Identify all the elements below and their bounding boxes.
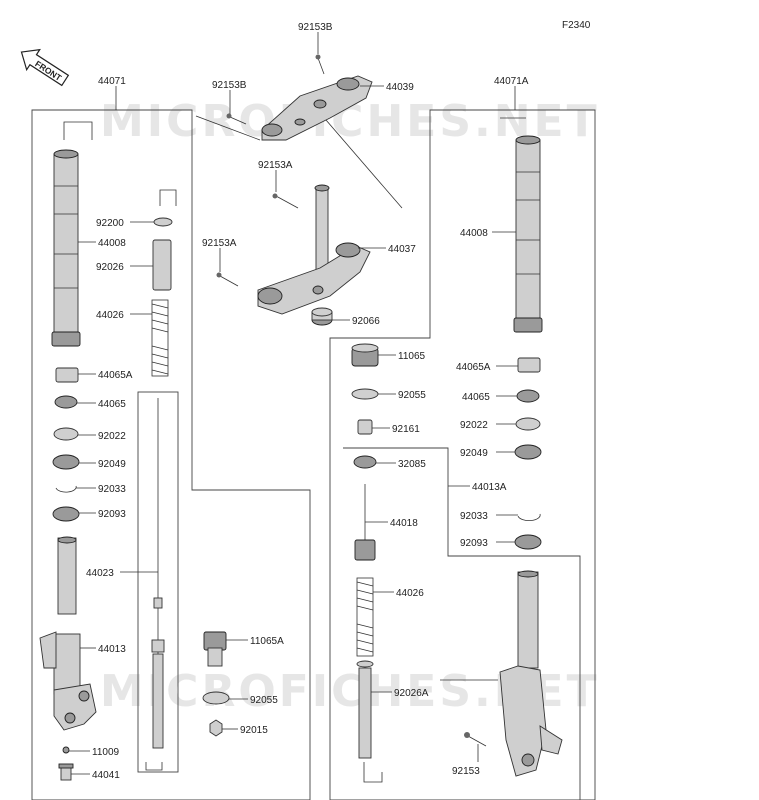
label-44065-right[interactable]: 44065 [462,392,490,403]
bolt-44041 [58,763,74,781]
label-44008-right[interactable]: 44008 [460,228,488,239]
oring-92055-left [202,691,230,705]
label-44026-left[interactable]: 44026 [96,310,124,321]
spacer-92161 [357,419,373,435]
label-44026-right[interactable]: 44026 [396,588,424,599]
inner-tube-44023 [57,536,77,615]
circlip-92033-right [517,513,541,521]
seal-92093-right [514,534,542,550]
bolt-92153B-left [226,113,247,125]
bolt-92153B-top [315,54,325,75]
lower-triple-clamp [257,184,371,315]
label-92049-left[interactable]: 92049 [98,459,126,470]
label-44065A-right[interactable]: 44065A [456,362,491,373]
label-44041[interactable]: 44041 [92,770,120,781]
cap-11065 [351,343,379,367]
bolt-92153A-left [216,272,239,287]
cartridge-44018 [354,484,376,561]
leader-lines [69,32,518,775]
label-92033-right[interactable]: 92033 [460,511,488,522]
label-92153A-left[interactable]: 92153A [202,238,237,249]
ring-92022-right [515,417,541,431]
label-92022-left[interactable]: 92022 [98,431,126,442]
damper-rod-44023 [151,398,165,749]
label-92153B-left[interactable]: 92153B [212,80,247,91]
oring-92055-right [351,388,379,400]
label-44013[interactable]: 44013 [98,644,126,655]
washer-44065-left [54,395,78,409]
label-44071A[interactable]: 44071A [494,76,529,87]
label-44037[interactable]: 44037 [388,244,416,255]
nut-92066 [311,307,333,326]
label-32085[interactable]: 32085 [398,459,426,470]
label-92153[interactable]: 92153 [452,766,480,777]
label-92093-left[interactable]: 92093 [98,509,126,520]
frame-44023 [137,391,179,773]
bushing-44065A-right [517,357,541,373]
label-92026[interactable]: 92026 [96,262,124,273]
label-11065[interactable]: 11065 [398,351,426,362]
outer-tube-44008-left [51,149,81,347]
fork-bottom-44013 [39,631,97,731]
nut-92015 [209,719,223,737]
spring-44026-right [356,577,374,657]
frame-44071 [31,109,311,800]
outer-tube-44008-right [513,135,543,333]
spacer-92026A [356,660,374,759]
fork-bottom-44013A [499,570,563,777]
ring-92200 [153,217,173,227]
label-44071[interactable]: 44071 [98,76,126,87]
seal-92049-right [514,444,542,460]
label-92093-right[interactable]: 92093 [460,538,488,549]
label-92033-left[interactable]: 92033 [98,484,126,495]
nut-32085 [353,455,377,469]
label-92026A[interactable]: 92026A [394,688,429,699]
label-44018[interactable]: 44018 [390,518,418,529]
seal-92093-left [52,506,80,522]
label-92022-right[interactable]: 92022 [460,420,488,431]
part-labels: 92153B 44039 92153B 44071 44071A 92153A … [86,22,529,781]
label-44039[interactable]: 44039 [386,82,414,93]
label-92049-right[interactable]: 92049 [460,448,488,459]
washer-11009 [62,746,70,754]
frame-44071A [329,109,596,800]
diagram-code: F2340 [562,20,591,31]
label-92055-left[interactable]: 92055 [250,695,278,706]
label-92055-right[interactable]: 92055 [398,390,426,401]
label-44065A-left[interactable]: 44065A [98,370,133,381]
bolt-92153 [464,732,487,747]
ring-92022-left [53,427,79,441]
label-92015[interactable]: 92015 [240,725,268,736]
label-92066[interactable]: 92066 [352,316,380,327]
adjuster-11065A [203,631,227,667]
front-arrow-icon: FRONT [20,48,70,87]
washer-44065-right [516,389,540,403]
label-92153B-top[interactable]: 92153B [298,22,333,33]
seal-92049-left [52,454,80,470]
spring-44026-left [151,299,169,377]
bushing-44065A-left [55,367,79,383]
label-44065-left[interactable]: 44065 [98,399,126,410]
label-92161[interactable]: 92161 [392,424,420,435]
label-11065A[interactable]: 11065A [250,636,284,647]
label-44023[interactable]: 44023 [86,568,114,579]
label-44008-left[interactable]: 44008 [98,238,126,249]
label-92200[interactable]: 92200 [96,218,124,229]
frame-44013A [343,447,581,800]
circlip-92033-left [55,485,77,493]
label-11009[interactable]: 11009 [92,747,120,758]
label-44013A[interactable]: 44013A [472,482,507,493]
label-92153A-top[interactable]: 92153A [258,160,293,171]
spacer-92026 [152,239,172,291]
bolt-92153A-top [272,193,299,209]
upper-triple-clamp [261,75,373,141]
